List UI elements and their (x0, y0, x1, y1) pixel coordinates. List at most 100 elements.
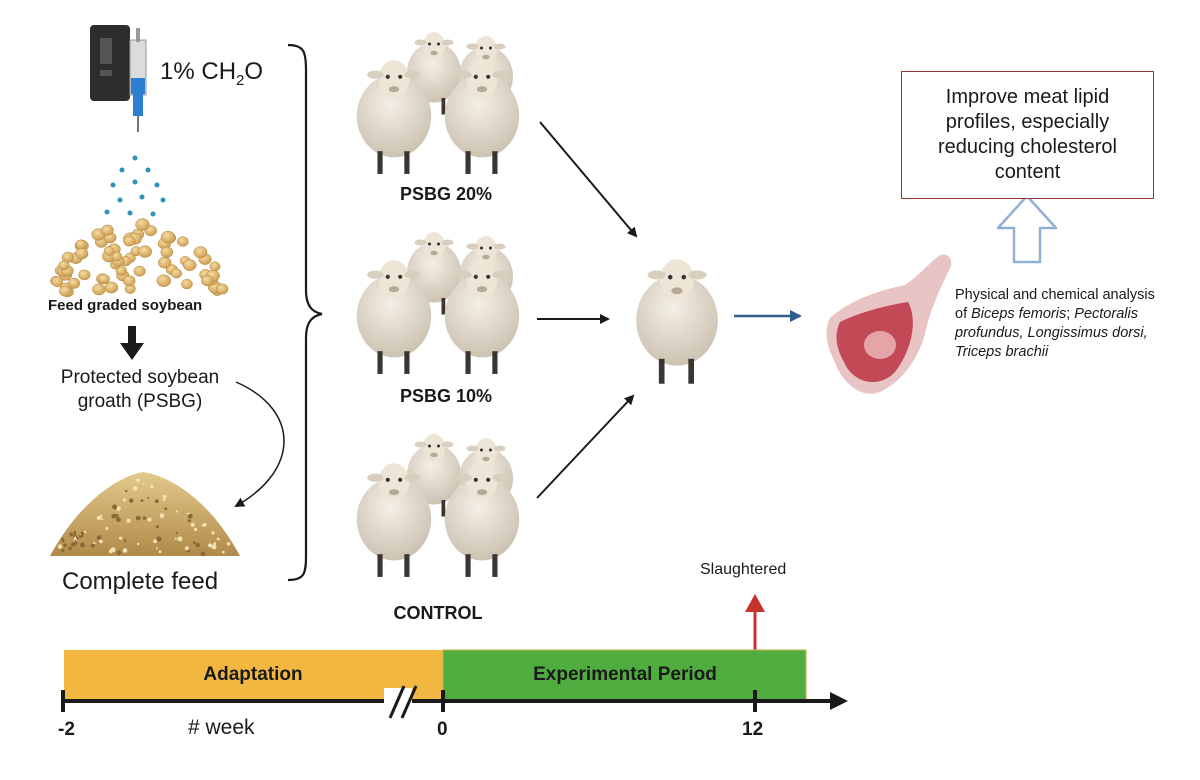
soybean (123, 235, 136, 247)
feed-speck (211, 531, 215, 535)
soybean (216, 283, 229, 295)
feed-speck (208, 543, 213, 548)
feed-speck (142, 516, 147, 520)
feed-speck (155, 525, 159, 529)
soybean (133, 265, 146, 277)
feed-speck (147, 496, 150, 499)
spray-droplets (104, 155, 166, 217)
soybean-label: Feed graded soybean (48, 297, 203, 314)
soybean (182, 259, 197, 271)
feed-speck (98, 539, 103, 544)
single-sheep (636, 259, 718, 384)
soybean (101, 224, 114, 236)
feed-speck (164, 507, 168, 511)
soybean (137, 245, 153, 258)
soybean (193, 246, 208, 259)
psbg-label: Protected soybean groath (PSBG) (40, 366, 240, 414)
feed-speck (71, 542, 76, 547)
muscle-list: Pectoralis profundus, Longissimus dorsi,… (955, 306, 1148, 360)
soybean (170, 268, 182, 279)
feed-speck (79, 542, 85, 548)
feed-speck (162, 498, 166, 501)
feed-speck (129, 498, 134, 503)
soybean (51, 276, 64, 287)
feed-speck (222, 550, 225, 554)
sprayer-icon (90, 25, 147, 132)
feed-speck (96, 515, 101, 521)
feed-speck (193, 527, 198, 532)
week-unit-label: # week (188, 716, 255, 739)
feed-speck (100, 514, 103, 518)
soybean (58, 260, 70, 271)
complete-feed-pile (50, 472, 240, 557)
feed-speck (90, 543, 96, 548)
feed-speck (154, 499, 159, 504)
feed-speck (61, 549, 65, 553)
soybean (160, 230, 176, 244)
feed-speck (122, 548, 128, 553)
feed-speck (184, 546, 189, 551)
curved-arrow (234, 381, 285, 507)
hollow-up-arrow (996, 194, 1058, 264)
feed-speck (116, 550, 122, 555)
feed-speck (187, 519, 191, 523)
soybean (122, 275, 136, 287)
feed-speck (119, 536, 123, 540)
feed-speck (116, 506, 121, 511)
feed-speck (195, 542, 200, 548)
feed-speck (96, 535, 102, 541)
feed-speck (153, 539, 157, 544)
feed-speck (73, 531, 77, 535)
sheep-flock-psbg10 (356, 232, 520, 374)
feed-speck (105, 527, 109, 530)
feed-speck (177, 536, 183, 542)
group-label-control: CONTROL (393, 603, 483, 623)
soybean (201, 275, 214, 287)
complete-feed-label: Complete feed (62, 568, 219, 595)
feed-speck (156, 536, 162, 542)
feed-speck (101, 517, 104, 521)
sheep-flock-psbg20 (356, 32, 520, 174)
soybean (181, 278, 193, 290)
timeline-axis (61, 685, 848, 719)
feed-speck (116, 517, 121, 522)
tick-label-zero: 0 (437, 719, 448, 740)
feed-speck (162, 494, 167, 499)
soybean (177, 236, 189, 247)
goal-box: Improve meat lipid profiles, especially … (901, 71, 1154, 199)
down-arrow (120, 326, 144, 360)
group-label-psbg10: PSBG 10% (399, 386, 493, 406)
soybean (75, 239, 87, 250)
feed-speck (155, 547, 158, 550)
analysis-description: Physical and chemical analysis of Biceps… (955, 287, 1155, 360)
muscle-biceps: Biceps femoris (971, 306, 1067, 322)
feed-speck (61, 537, 64, 541)
feed-speck (159, 513, 165, 518)
feed-speck (150, 484, 154, 489)
tick-label-end: 12 (742, 719, 764, 740)
feed-speck (57, 544, 63, 549)
feed-speck (211, 544, 217, 550)
soybean (59, 285, 72, 297)
feed-speck (68, 546, 73, 551)
feed-speck (175, 510, 178, 513)
goal-text: Improve meat lipid profiles, especially … (938, 86, 1117, 183)
feed-speck (123, 539, 127, 542)
experimental-period-label: Experimental Period (533, 664, 717, 685)
soybean (98, 274, 110, 285)
slaughtered-label: Slaughtered (700, 561, 787, 578)
feed-speck (174, 537, 177, 540)
feed-speck (200, 551, 206, 557)
formalin-treatment-label: 1% CH2O (160, 58, 264, 89)
soybean (111, 251, 123, 262)
soybean (103, 246, 115, 256)
tick-label-start: -2 (58, 719, 75, 740)
feed-speck (135, 515, 141, 521)
feed-speck (226, 542, 231, 546)
feed-speck (69, 532, 74, 537)
soybean (135, 218, 150, 231)
feed-speck (140, 499, 144, 502)
feed-speck (137, 542, 140, 546)
feed-speck (83, 530, 87, 534)
